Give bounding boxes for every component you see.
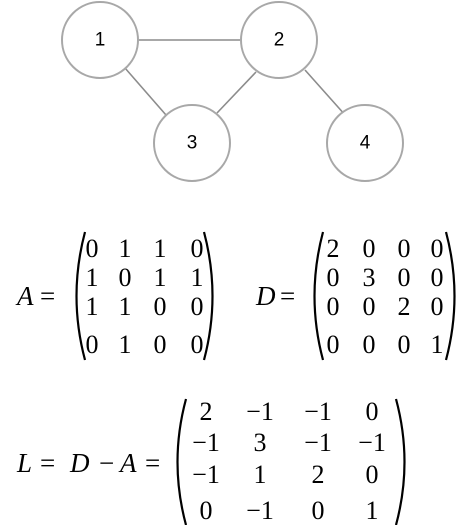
- matrix-d-cell-4-1: 0: [327, 330, 340, 359]
- matrix-a-cell-2-3: 1: [154, 263, 167, 292]
- matrix-l-cell-2-2: 3: [254, 428, 267, 457]
- matrix-d-cell-1-3: 0: [398, 234, 411, 263]
- matrix-l-cell-2-1: −1: [192, 428, 220, 457]
- matrix-l-equals-2: =: [145, 448, 160, 478]
- matrix-a-cell-1-2: 1: [119, 234, 132, 263]
- matrix-d-cell-4-4: 1: [431, 330, 444, 359]
- matrix-d-left-paren: [313, 231, 325, 361]
- matrix-d-cell-1-4: 0: [431, 234, 444, 263]
- matrix-d-cell-4-3: 0: [398, 330, 411, 359]
- matrix-d-cell-1-2: 0: [363, 234, 376, 263]
- matrix-a-cell-2-1: 1: [86, 263, 99, 292]
- matrix-a-cell-3-3: 0: [154, 292, 167, 321]
- node-3-label: 3: [187, 133, 198, 154]
- matrix-d-cell-3-1: 0: [327, 292, 340, 321]
- node-4: 4: [326, 104, 404, 182]
- node-2: 2: [240, 1, 318, 79]
- matrix-l-cell-4-4: 1: [366, 496, 379, 525]
- matrix-l-minus: −: [99, 448, 114, 478]
- matrix-a-left-paren: [75, 231, 87, 361]
- matrix-a-cell-3-1: 1: [86, 292, 99, 321]
- matrix-l-cell-3-4: 0: [366, 460, 379, 489]
- matrix-a-cell-2-2: 0: [119, 263, 132, 292]
- matrix-a-cell-3-4: 0: [191, 292, 204, 321]
- node-1: 1: [61, 1, 139, 79]
- graph-edges: [124, 39, 347, 117]
- edge-2-4: [304, 69, 347, 117]
- matrix-a-equals: =: [40, 281, 55, 311]
- matrix-l-left-paren: [176, 398, 188, 525]
- node-4-label: 4: [360, 133, 371, 154]
- matrix-a-cell-4-3: 0: [154, 330, 167, 359]
- matrix-l-expr-a: A: [118, 448, 137, 478]
- matrix-l-cell-2-3: −1: [304, 428, 332, 457]
- matrix-l-cell-3-2: 1: [254, 460, 267, 489]
- matrix-d-cell-1-1: 2: [327, 234, 340, 263]
- matrix-a-cell-4-4: 0: [191, 330, 204, 359]
- matrix-a-cell-1-1: 0: [86, 234, 99, 263]
- node-3: 3: [153, 104, 231, 182]
- matrix-a-right-paren: [202, 231, 214, 361]
- matrix-l-expr-d: D: [69, 448, 90, 478]
- matrix-l-cell-4-2: −1: [246, 496, 274, 525]
- matrix-l-equals: =: [40, 448, 55, 478]
- matrix-a-cell-1-4: 0: [191, 234, 204, 263]
- matrix-d-cell-3-2: 0: [363, 292, 376, 321]
- matrix-l-symbol: L: [16, 448, 32, 478]
- matrix-d-cell-2-2: 3: [363, 263, 376, 292]
- matrix-d-cell-2-3: 0: [398, 263, 411, 292]
- matrix-d-equals: =: [280, 281, 295, 311]
- matrix-a-cell-4-1: 0: [86, 330, 99, 359]
- matrix-a-cell-3-2: 1: [119, 292, 132, 321]
- matrix-a-cell-4-2: 1: [119, 330, 132, 359]
- matrix-l-right-paren: [394, 398, 406, 525]
- matrix-a-symbol: A: [15, 281, 34, 311]
- matrix-d-cell-4-2: 0: [363, 330, 376, 359]
- matrix-d-cell-3-3: 2: [398, 292, 411, 321]
- matrix-d-cell-2-1: 0: [327, 263, 340, 292]
- matrix-l-cell-2-4: −1: [358, 428, 386, 457]
- matrix-a-cell-2-4: 1: [191, 263, 204, 292]
- matrix-d-right-paren: [444, 231, 456, 361]
- edge-1-3: [124, 67, 167, 116]
- matrix-l-cell-4-3: 0: [312, 496, 325, 525]
- matrix-d-cell-3-4: 0: [431, 292, 444, 321]
- matrix-l-cell-1-2: −1: [246, 397, 274, 426]
- matrix-l-cell-1-4: 0: [366, 397, 379, 426]
- graph-nodes: 1 2 3 4: [61, 1, 404, 182]
- node-1-label: 1: [95, 30, 106, 51]
- node-2-label: 2: [274, 30, 285, 51]
- matrix-d-symbol: D: [255, 281, 276, 311]
- matrix-l-cell-1-3: −1: [304, 397, 332, 426]
- edge-2-3: [216, 71, 257, 114]
- matrix-l-cell-3-1: −1: [192, 460, 220, 489]
- matrix-l-cell-4-1: 0: [200, 496, 213, 525]
- matrix-d-cell-2-4: 0: [431, 263, 444, 292]
- matrix-l-cell-3-3: 2: [312, 460, 325, 489]
- matrix-a-cell-1-3: 1: [154, 234, 167, 263]
- matrix-l-cell-1-1: 2: [200, 397, 213, 426]
